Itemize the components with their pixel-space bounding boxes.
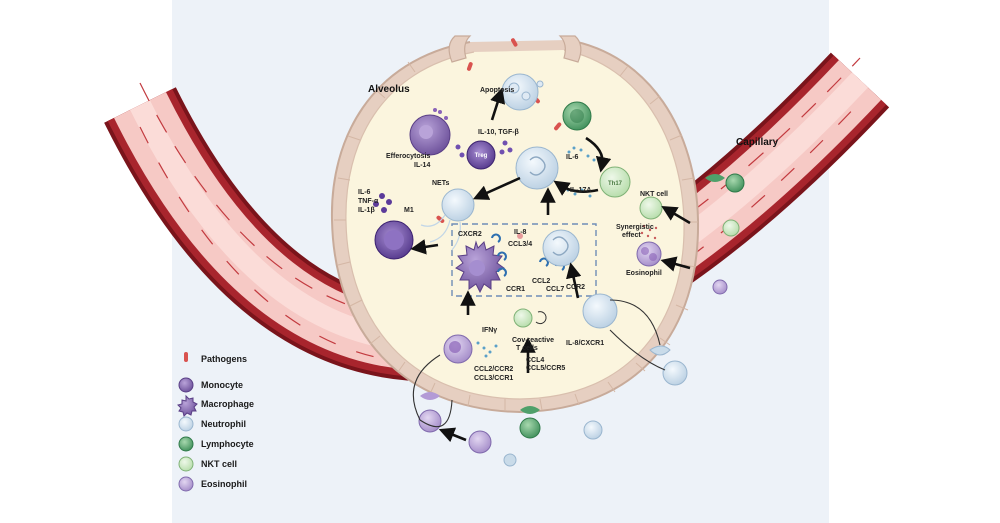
il14-label: IL-14 [414, 162, 430, 169]
apoptotic-neutrophil [501, 73, 544, 111]
il6-top-label: IL-6 [566, 154, 579, 161]
efferocytosis-macrophage [409, 108, 451, 156]
cytokine-dots-ifn [476, 341, 498, 358]
lymphocyte-icon [178, 436, 194, 452]
t-cells-label: T cells [516, 345, 538, 352]
alveolus-label: Alveolus [368, 84, 410, 95]
ccl34-label: CCL3/4 [508, 241, 532, 248]
legend-label-neutrophil: Neutrophil [201, 419, 246, 429]
il17a-label: IL-17A [570, 187, 591, 194]
il10-tgfb-label: IL-10, TGF-β [478, 129, 520, 136]
eosinophil-right [636, 241, 662, 267]
neutrophil-migrating [582, 293, 618, 329]
ccl2-ccr2-label: CCL2/CCR2 [474, 366, 513, 373]
legend-label-eosinophil: Eosinophil [201, 479, 247, 489]
legend-label-pathogens: Pathogens [201, 354, 247, 364]
legend-label-monocyte: Monocyte [201, 380, 243, 390]
neutrophil-in-box [542, 229, 580, 267]
il6-label: IL-6 [358, 189, 371, 196]
tnfa-label: TNF-α [358, 198, 379, 205]
synergistic-dots [640, 224, 658, 240]
th17-cell: Th17 [599, 166, 631, 198]
legend: Pathogens Monocyte Macrophage Neutrophil… [177, 352, 254, 492]
nkt-cell-icon [178, 456, 194, 472]
monocyte-icon [178, 377, 194, 393]
ccl3-ccr1-label: CCL3/CCR1 [474, 375, 513, 382]
nets-label: NETs [432, 180, 449, 187]
treg-label: Treg [475, 153, 488, 159]
m1-label: M1 [404, 207, 414, 214]
legend-label-nkt-cell: NKT cell [201, 459, 237, 469]
ccr1-label: CCR1 [506, 286, 525, 293]
ccr2-label: CCR2 [566, 284, 585, 291]
eosinophil-right-label: Eosinophil [626, 270, 662, 277]
cytokine-dots-treg [455, 140, 513, 158]
macrophage-in-box [455, 240, 505, 294]
treg-cell: Treg [466, 140, 496, 170]
ccl5-ccr5-label: CCL5/CCR5 [526, 365, 565, 372]
ccl2-label: CCL2 [532, 278, 550, 285]
nets-neutrophil [420, 188, 475, 251]
cov-reactive-label: Cov-reactive [512, 337, 554, 344]
lymphocyte-top [562, 101, 592, 131]
nkt-cell-label: NKT cell [640, 191, 668, 198]
cxcr2-label: CXCR2 [458, 231, 482, 238]
capillary-cells [418, 173, 745, 467]
neutrophil-icon [178, 416, 194, 432]
nkt-cell-right [639, 196, 663, 220]
th17-label: Th17 [608, 181, 623, 187]
cytokine-dots-m1 [373, 193, 392, 213]
apoptosis-label: Apoptosis [480, 87, 514, 94]
efferocytosis-label: Efferocytosis [386, 153, 430, 160]
il8-cxcr1-label: IL-8/CXCR1 [566, 340, 604, 347]
m1-macrophage [374, 220, 414, 260]
pathway-arrows [410, 87, 691, 443]
activated-neutrophil [515, 146, 559, 190]
legend-label-lymphocyte: Lymphocyte [201, 439, 254, 449]
legend-label-macrophage: Macrophage [201, 399, 254, 409]
synergistic-label: Synergistic [616, 224, 654, 231]
migration-arcs [412, 299, 666, 428]
il1b-label: IL-1β [358, 207, 375, 214]
effect-label: effect [622, 232, 641, 239]
pathogen-icon [184, 352, 188, 362]
il8-molecule [517, 233, 523, 239]
monocyte-lower [443, 334, 473, 364]
macrophage-icon [177, 394, 198, 417]
cov-reactive-t-cell [513, 308, 547, 328]
ccl4-label: CCL4 [526, 357, 544, 364]
ccl7-label: CCL7 [546, 286, 564, 293]
eosinophil-icon [178, 476, 194, 492]
interaction-box [451, 223, 597, 297]
capillary-label: Capillary [736, 137, 779, 148]
ifng-label: IFNγ [482, 327, 497, 334]
il8-label: IL-8 [514, 229, 527, 236]
